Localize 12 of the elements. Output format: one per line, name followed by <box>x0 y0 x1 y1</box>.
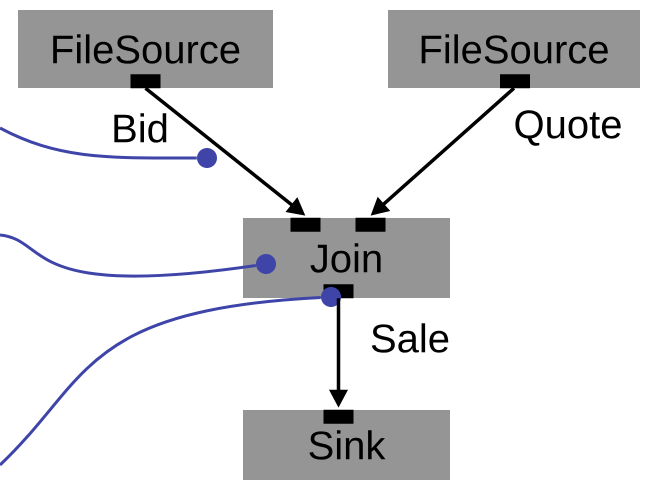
link-line <box>0 126 197 160</box>
connection-dot <box>197 148 217 168</box>
process-box: FileSource <box>388 10 640 88</box>
process-box: FileSource <box>18 10 273 88</box>
edge-label: Sale <box>372 323 448 353</box>
connection-dot <box>321 287 341 307</box>
process-box: Join <box>243 218 450 298</box>
edge-label: Quote <box>515 110 621 146</box>
link-line <box>0 234 256 278</box>
edge-label: Bid <box>114 113 166 143</box>
link-line <box>0 296 321 466</box>
process-box: Sink <box>243 410 450 480</box>
